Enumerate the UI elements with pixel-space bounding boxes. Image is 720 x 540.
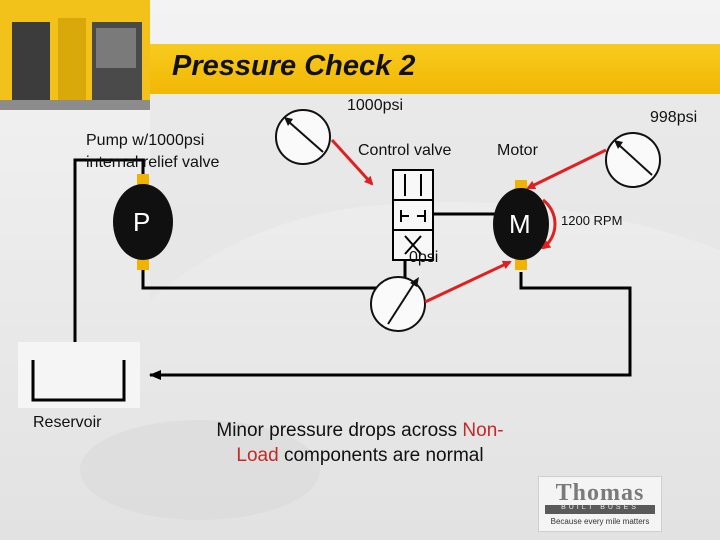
pump-body [113,184,173,260]
thomas-logo: Thomas BUILT BUSES Because every mile ma… [538,476,662,532]
bus-photo-window [12,22,50,110]
arrow-gauge-to-motor-inlet [526,148,607,190]
arrow-gauge-to-motor-outlet [424,260,512,304]
gauge-needle-tip-pump [284,117,293,126]
gauge-reading-return: 0psi [409,249,439,266]
pressure-gauge-pump [275,109,331,165]
caption-text-2: components are normal [278,445,484,466]
logo-subtitle: BUILT BUSES [561,504,639,511]
motor-speed-label: 1200 RPM [561,213,623,228]
bus-photo-bumper [0,100,150,110]
motor-outlet-port [515,258,527,270]
motor-body [493,188,549,260]
gauge-needle-motor [618,144,653,176]
gauge-needle-return [387,281,416,325]
gauge-face-pump [275,109,331,165]
gauge-reading-pump: 1000psi [347,97,404,114]
pump-label: Pump w/1000psi internal relief valve [86,132,220,171]
caption-text-1: Minor pressure drops across [216,420,463,441]
caption-highlight-1: Non- [462,420,504,441]
motor-rotation-arrow [541,198,557,250]
pressure-gauge-return [370,276,426,332]
reservoir-panel [18,342,140,408]
caption: Minor pressure drops across Non- Load com… [180,418,540,468]
control-valve-label: Control valve [358,142,452,159]
pump-suction-line [73,158,145,345]
pump-inlet-port [137,174,149,186]
return-line [149,272,632,380]
bus-wheel-shadow [80,420,320,520]
gauge-reading-motor: 998psi [650,109,698,126]
pump-to-valve-line [141,260,407,290]
motor-label: Motor [497,142,538,159]
reservoir-tank [31,360,126,402]
gauge-needle-tip-motor [614,140,623,149]
caption-highlight-2: Load [236,445,279,466]
bus-photo-glass [96,28,136,68]
motor-symbol-letter: M [509,209,531,239]
logo-wordmark: Thomas [555,480,645,506]
logo-tagline: Because every mile matters [550,517,650,526]
reservoir-label: Reservoir [33,414,102,431]
pump-symbol-letter: P [133,207,151,237]
title-band [150,44,720,94]
bus-photo-door [58,18,86,110]
logo-band [545,505,655,514]
pressure-gauge-motor [605,132,661,188]
gauge-needle-tip-return [410,277,419,287]
gauge-face-return [370,276,426,332]
valve-cross-path-2 [404,235,422,255]
pump-outlet-port [137,258,149,270]
slide-title: Pressure Check 2 [172,50,416,82]
gauge-needle-pump [288,121,324,153]
arrow-gauge-to-valve-inlet [330,138,374,186]
gauge-face-motor [605,132,661,188]
